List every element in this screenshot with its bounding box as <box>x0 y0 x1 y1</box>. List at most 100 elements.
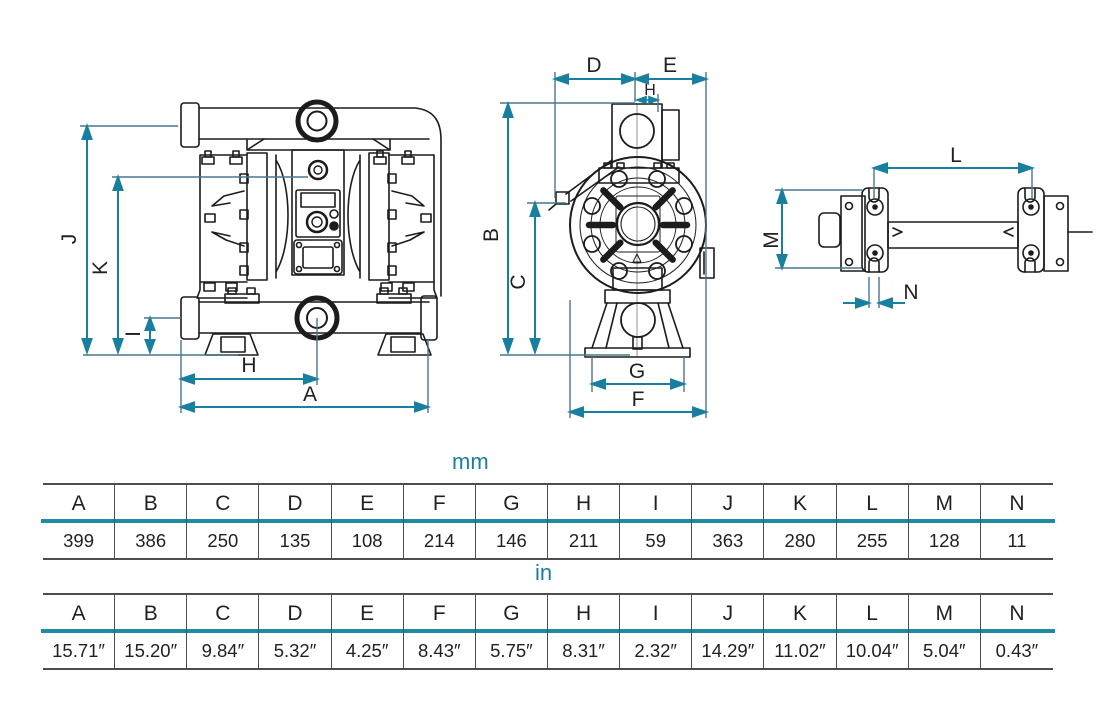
bottom-left-block <box>818 212 841 248</box>
mm-value-F: 214 <box>404 523 476 558</box>
in-value-A: 15.71″ <box>43 633 116 668</box>
mm-value-L: 255 <box>837 523 909 558</box>
dimension-A <box>177 401 432 413</box>
front-center-block <box>291 149 345 276</box>
side-top-port <box>598 103 680 184</box>
in-value-J: 14.29″ <box>692 633 765 668</box>
side-right-bracket <box>699 247 715 279</box>
dimension-I <box>144 315 156 355</box>
dimension-label-a: A <box>303 383 317 406</box>
in-value-F: 8.43″ <box>404 633 476 668</box>
dimension-label-e: E <box>663 54 677 77</box>
in-value-L: 10.04″ <box>837 633 909 668</box>
bottom-left-foot <box>861 187 889 273</box>
dimension-label-g: G <box>629 360 645 383</box>
dimension-label-h-side: H <box>644 82 656 99</box>
in-col-header-K: K <box>764 595 837 633</box>
mm-col-header-G: G <box>476 485 548 523</box>
mm-col-header-I: I <box>620 485 693 523</box>
mm-col-header-E: E <box>332 485 404 523</box>
in-value-N: 0.43″ <box>995 639 1039 661</box>
front-left-chamber <box>196 152 289 299</box>
dimension-label-m: M <box>760 231 783 249</box>
mm-col-header-J: J <box>692 485 765 523</box>
mm-value-H: 211 <box>548 523 621 558</box>
bottom-left-plate <box>840 195 866 272</box>
dimension-M <box>776 186 788 272</box>
in-col-header-H: H <box>548 595 621 633</box>
dimension-labels: J K I H A D E H B C G F L M N <box>58 54 962 411</box>
extension-lines <box>80 72 1033 418</box>
in-col-header-D: D <box>259 595 332 633</box>
bottom-right-plate <box>1043 195 1069 272</box>
dimension-label-n: N <box>903 281 918 304</box>
in-value-B: 15.20″ <box>115 633 188 668</box>
dimension-B <box>502 100 514 356</box>
mm-value-N: 11 <box>1007 529 1027 551</box>
front-feet <box>204 333 432 356</box>
dimension-H-front <box>177 373 321 385</box>
in-col-header-I: I <box>620 595 693 633</box>
mm-col-header-K: K <box>764 485 837 523</box>
in-col-header-F: F <box>404 595 476 633</box>
dimension-J <box>81 122 93 356</box>
in-col-header-N: N <box>1009 602 1025 625</box>
front-bottom-manifold <box>180 287 438 341</box>
dimension-D <box>551 73 639 85</box>
dimension-label-k: K <box>89 261 112 275</box>
mm-table-rule <box>41 519 1055 523</box>
in-col-header-G: G <box>476 595 548 633</box>
dimension-N <box>843 297 905 309</box>
mm-col-header-M: M <box>909 485 981 523</box>
mm-col-header-A: A <box>43 485 116 523</box>
mm-value-G: 146 <box>476 523 548 558</box>
in-value-I: 2.32″ <box>620 633 693 668</box>
dimension-C <box>529 199 541 356</box>
in-value-E: 4.25″ <box>332 633 404 668</box>
side-center-port <box>615 201 661 247</box>
front-body-outline <box>198 107 442 297</box>
mm-col-header-H: H <box>548 485 621 523</box>
dimension-label-f: F <box>632 388 645 411</box>
dimension-H-side <box>634 95 661 105</box>
side-view-drawing <box>548 103 715 358</box>
mm-value-B: 386 <box>115 523 188 558</box>
in-value-M: 5.04″ <box>909 633 981 668</box>
in-col-header-B: B <box>115 595 188 633</box>
mm-value-I: 59 <box>620 523 693 558</box>
dimension-label-c: C <box>507 274 530 289</box>
in-col-header-L: L <box>837 595 909 633</box>
dimension-G <box>588 378 688 390</box>
in-col-header-A: A <box>43 595 116 633</box>
pump-technical-drawing: J K I H A D E H B C G F L M N <box>58 54 1093 418</box>
in-value-H: 8.31″ <box>548 633 621 668</box>
mm-col-header-L: L <box>837 485 909 523</box>
side-clamp-lever <box>548 159 620 211</box>
in-value-D: 5.32″ <box>259 633 332 668</box>
in-table-value-row: 15.71″15.20″9.84″5.32″4.25″8.43″5.75″8.3… <box>43 633 1053 668</box>
bottom-view-drawing <box>818 187 1093 273</box>
in-value-K: 11.02″ <box>764 633 837 668</box>
dimension-label-l: L <box>950 144 962 167</box>
bottom-rail <box>887 221 1019 249</box>
mm-col-header-C: C <box>187 485 260 523</box>
dimension-E <box>631 73 710 85</box>
side-flange <box>569 156 707 294</box>
mm-col-header-B: B <box>115 485 188 523</box>
in-col-header-M: M <box>909 595 981 633</box>
front-top-left-flange <box>180 102 200 148</box>
mm-unit-label: mm <box>452 449 489 474</box>
in-value-G: 5.75″ <box>476 633 548 668</box>
dimension-F <box>566 406 710 418</box>
mm-value-D: 135 <box>259 523 332 558</box>
dimension-lines <box>81 73 1036 418</box>
in-col-header-E: E <box>332 595 404 633</box>
dimension-label-i: I <box>122 331 145 337</box>
dimension-L <box>870 162 1036 174</box>
mm-value-A: 399 <box>43 523 116 558</box>
